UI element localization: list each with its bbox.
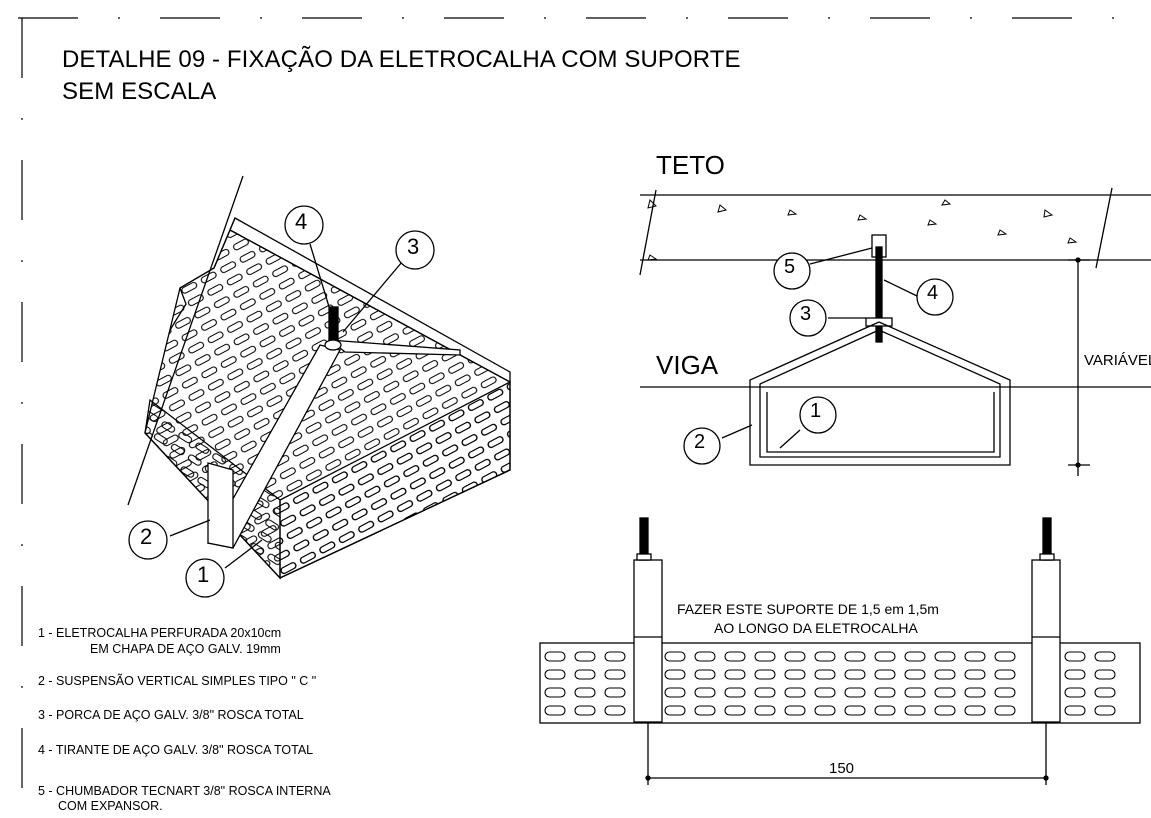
tray-slots [544, 651, 1116, 716]
elevation-view [539, 517, 1141, 785]
ceiling-label: TETO [656, 150, 725, 180]
height-dimension-label: VARIÁVEL [1084, 352, 1151, 369]
spacing-dimension-label: 150 [829, 760, 855, 777]
drawing-frame [18, 17, 1151, 818]
legend-item-1-line1: 1 - ELETROCALHA PERFURADA 20x10cm [38, 626, 282, 640]
section-callout-5: 5 [784, 256, 796, 278]
legend-item-4: 4 - TIRANTE DE AÇO GALV. 3/8" ROSCA TOTA… [38, 743, 314, 757]
iso-callout-2: 2 [140, 524, 153, 549]
support-spacing-note-line2: AO LONGO DA ELETROCALHA [714, 620, 918, 636]
drawing-title: DETALHE 09 - FIXAÇÃO DA ELETROCALHA COM … [62, 46, 741, 73]
iso-callout-3: 3 [407, 234, 420, 259]
legend-item-1-line2: EM CHAPA DE AÇO GALV. 19mm [90, 642, 281, 656]
iso-callout-circles [128, 205, 435, 598]
support-spacing-note-line1: FAZER ESTE SUPORTE DE 1,5 em 1,5m [677, 601, 939, 617]
legend-item-2: 2 - SUSPENSÃO VERTICAL SIMPLES TIPO " C … [38, 674, 317, 688]
section-callout-1: 1 [810, 400, 822, 422]
legend-item-5-line2: COM EXPANSOR. [58, 799, 163, 813]
isometric-view [127, 175, 511, 580]
section-callout-3: 3 [800, 303, 812, 325]
legend-item-5-line1: 5 - CHUMBADOR TECNART 3/8" ROSCA INTERNA [38, 784, 331, 798]
iso-callout-4: 4 [295, 209, 308, 234]
section-callout-circles [683, 252, 954, 465]
beam-label: VIGA [656, 350, 719, 380]
legend-item-3: 3 - PORCA DE AÇO GALV. 3/8" ROSCA TOTAL [38, 708, 304, 722]
section-callout-4: 4 [927, 282, 939, 304]
scale-note: SEM ESCALA [62, 78, 217, 105]
section-view [639, 187, 1151, 476]
iso-callout-1: 1 [197, 562, 210, 587]
section-callout-2: 2 [694, 431, 706, 453]
